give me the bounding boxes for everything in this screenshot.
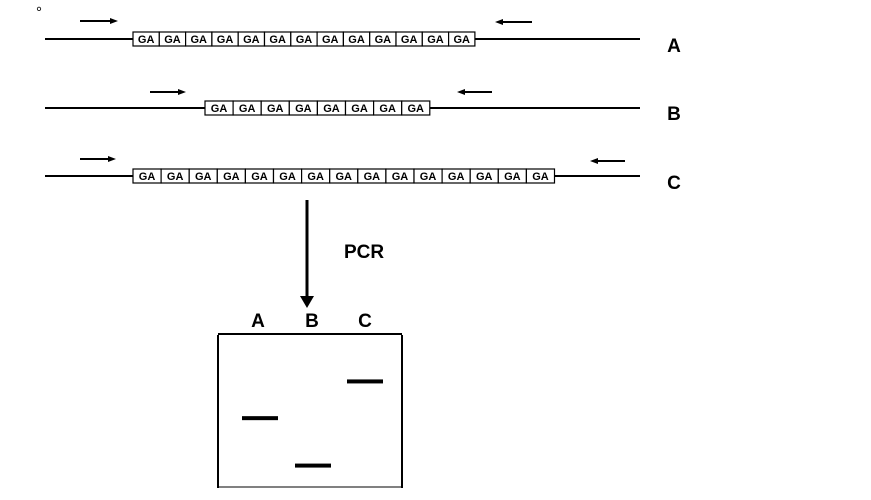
repeat-unit-text: GA	[279, 171, 296, 183]
gel-band-c	[347, 379, 383, 384]
reverse-primer-arrowhead	[590, 158, 598, 164]
gel-panel: A B C	[217, 311, 403, 488]
repeat-region: GA GA GA GA GA GA GA GA GA GA GA GA GA GA GA	[132, 168, 556, 184]
repeat-unit-text: GA	[379, 103, 396, 115]
repeat-unit-box	[525, 168, 556, 184]
repeat-unit-text: GA	[243, 34, 260, 46]
repeat-unit-text: GA	[364, 171, 381, 183]
forward-primer-arrowhead	[108, 156, 116, 162]
repeat-unit-text: GA	[307, 171, 324, 183]
repeat-unit-text: GA	[239, 103, 256, 115]
repeat-unit-text: GA	[138, 34, 155, 46]
sequence-label-b: B	[667, 104, 681, 125]
repeat-unit-text: GA	[211, 103, 228, 115]
forward-primer-arrowhead	[178, 89, 186, 95]
repeat-unit-text: GA	[408, 103, 425, 115]
repeat-unit-text: GA	[392, 171, 409, 183]
repeat-unit-text: GA	[336, 171, 353, 183]
repeat-unit-text: GA	[223, 171, 240, 183]
repeat-unit-text: GA	[217, 34, 234, 46]
gel-band-b	[295, 463, 331, 468]
repeat-unit-text: GA	[401, 34, 418, 46]
gel-bands	[242, 379, 383, 468]
repeat-unit-text: GA	[427, 34, 444, 46]
repeat-unit-text: GA	[420, 171, 437, 183]
repeat-unit-text: GA	[195, 171, 212, 183]
repeat-unit-box	[401, 100, 431, 116]
repeat-unit-text: GA	[296, 34, 313, 46]
repeat-region: GA GA GA GA GA GA GA GA	[204, 100, 431, 116]
repeat-unit-text: GA	[476, 171, 493, 183]
repeat-unit-text: GA	[267, 103, 284, 115]
corner-mark: °	[36, 4, 42, 21]
repeat-unit-text: GA	[504, 171, 521, 183]
sequence-row-a: GA GA GA GA GA GA GA GA GA GA GA GA GA A	[45, 18, 681, 57]
repeat-region: GA GA GA GA GA GA GA GA GA GA GA GA GA	[132, 31, 476, 47]
repeat-unit-text: GA	[139, 171, 156, 183]
gel-lane-label-a: A	[251, 311, 265, 332]
pcr-label: PCR	[344, 242, 384, 263]
repeat-unit-text: GA	[532, 171, 549, 183]
sequence-label-a: A	[667, 36, 681, 57]
repeat-unit-text: GA	[251, 171, 268, 183]
sequence-row-c: GA GA GA GA GA GA GA GA GA GA GA GA GA GA GA C	[45, 156, 681, 194]
repeat-unit-text: GA	[322, 34, 339, 46]
repeat-unit-text: GA	[295, 103, 312, 115]
repeat-unit-text: GA	[323, 103, 340, 115]
repeat-unit-text: GA	[348, 34, 365, 46]
reverse-primer-arrowhead	[457, 89, 465, 95]
repeat-unit-box	[448, 31, 476, 47]
reverse-primer-arrowhead	[495, 19, 503, 25]
repeat-unit-text: GA	[191, 34, 208, 46]
repeat-unit-text: GA	[454, 34, 471, 46]
gel-lane-label-b: B	[305, 311, 319, 332]
gel-lane-label-c: C	[358, 311, 372, 332]
gel-band-a	[242, 416, 278, 421]
repeat-unit-text: GA	[164, 34, 181, 46]
repeat-unit-text: GA	[167, 171, 184, 183]
repeat-unit-text: GA	[375, 34, 392, 46]
forward-primer-arrowhead	[110, 18, 118, 24]
sequence-label-c: C	[667, 173, 681, 194]
pcr-arrow-head	[300, 296, 314, 308]
sequence-row-b: GA GA GA GA GA GA GA GA B	[45, 89, 681, 125]
repeat-unit-text: GA	[269, 34, 286, 46]
repeat-unit-text: GA	[448, 171, 465, 183]
repeat-unit-text: GA	[351, 103, 368, 115]
